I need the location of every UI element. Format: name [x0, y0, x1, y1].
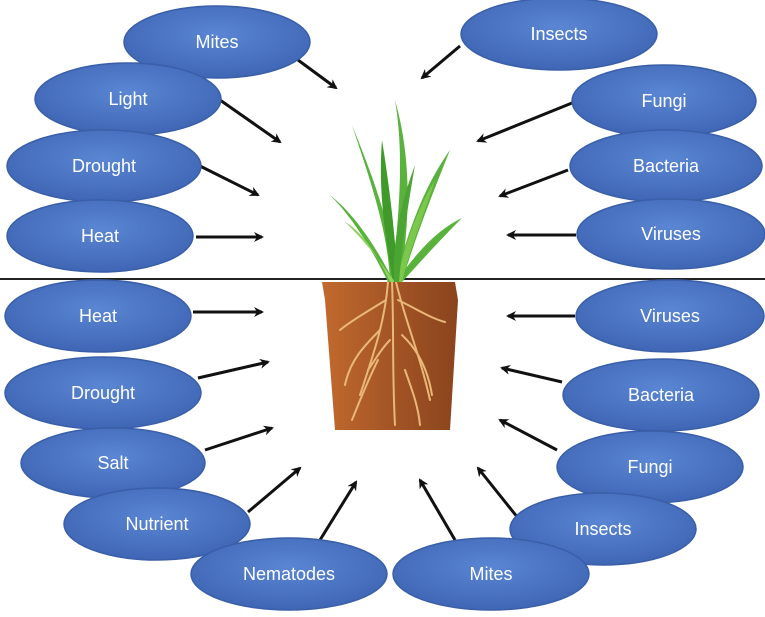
arrow-insects — [478, 468, 518, 518]
stress-node-below-ground-right-bacteria: Bacteria — [502, 359, 759, 431]
label-insects: Insects — [530, 24, 587, 44]
arrow-bacteria — [500, 170, 568, 196]
stress-node-above-ground-left-heat: Heat — [7, 200, 262, 272]
arrow-drought — [198, 362, 268, 378]
soil-block — [322, 282, 458, 430]
arrow-fungi — [500, 420, 557, 450]
label-fungi: Fungi — [641, 91, 686, 111]
arrow-salt — [205, 428, 272, 450]
arrow-nutrient — [248, 468, 300, 512]
label-heat: Heat — [79, 306, 117, 326]
label-viruses: Viruses — [640, 306, 700, 326]
label-mites: Mites — [195, 32, 238, 52]
stress-node-below-ground-right-viruses: Viruses — [508, 280, 764, 352]
label-nutrient: Nutrient — [125, 514, 188, 534]
label-nematodes: Nematodes — [243, 564, 335, 584]
label-insects: Insects — [574, 519, 631, 539]
stress-node-above-ground-right-viruses: Viruses — [508, 199, 765, 269]
stress-node-above-ground-right-bacteria: Bacteria — [500, 130, 762, 202]
stress-node-below-ground-left-heat: Heat — [5, 280, 262, 352]
arrow-insects — [422, 46, 460, 78]
label-fungi: Fungi — [627, 457, 672, 477]
label-heat: Heat — [81, 226, 119, 246]
plant-icon — [322, 100, 462, 430]
label-viruses: Viruses — [641, 224, 701, 244]
arrow-light — [220, 100, 280, 142]
stress-node-above-ground-right-insects: Insects — [422, 0, 657, 78]
leaves — [330, 100, 462, 282]
stress-node-above-ground-left-drought: Drought — [7, 130, 258, 202]
stress-node-below-ground-left-drought: Drought — [5, 357, 268, 429]
arrow-mites — [420, 480, 455, 540]
stress-node-above-ground-right-fungi: Fungi — [478, 65, 756, 141]
label-bacteria: Bacteria — [633, 156, 700, 176]
label-drought: Drought — [71, 383, 135, 403]
arrow-nematodes — [320, 482, 356, 540]
label-mites: Mites — [469, 564, 512, 584]
label-drought: Drought — [72, 156, 136, 176]
label-salt: Salt — [97, 453, 128, 473]
stress-node-below-ground-right-fungi: Fungi — [500, 420, 743, 503]
label-light: Light — [108, 89, 147, 109]
arrow-drought — [200, 166, 258, 195]
arrow-fungi — [478, 103, 572, 141]
arrow-mites — [298, 60, 336, 88]
arrow-bacteria — [502, 368, 562, 382]
label-bacteria: Bacteria — [628, 385, 695, 405]
